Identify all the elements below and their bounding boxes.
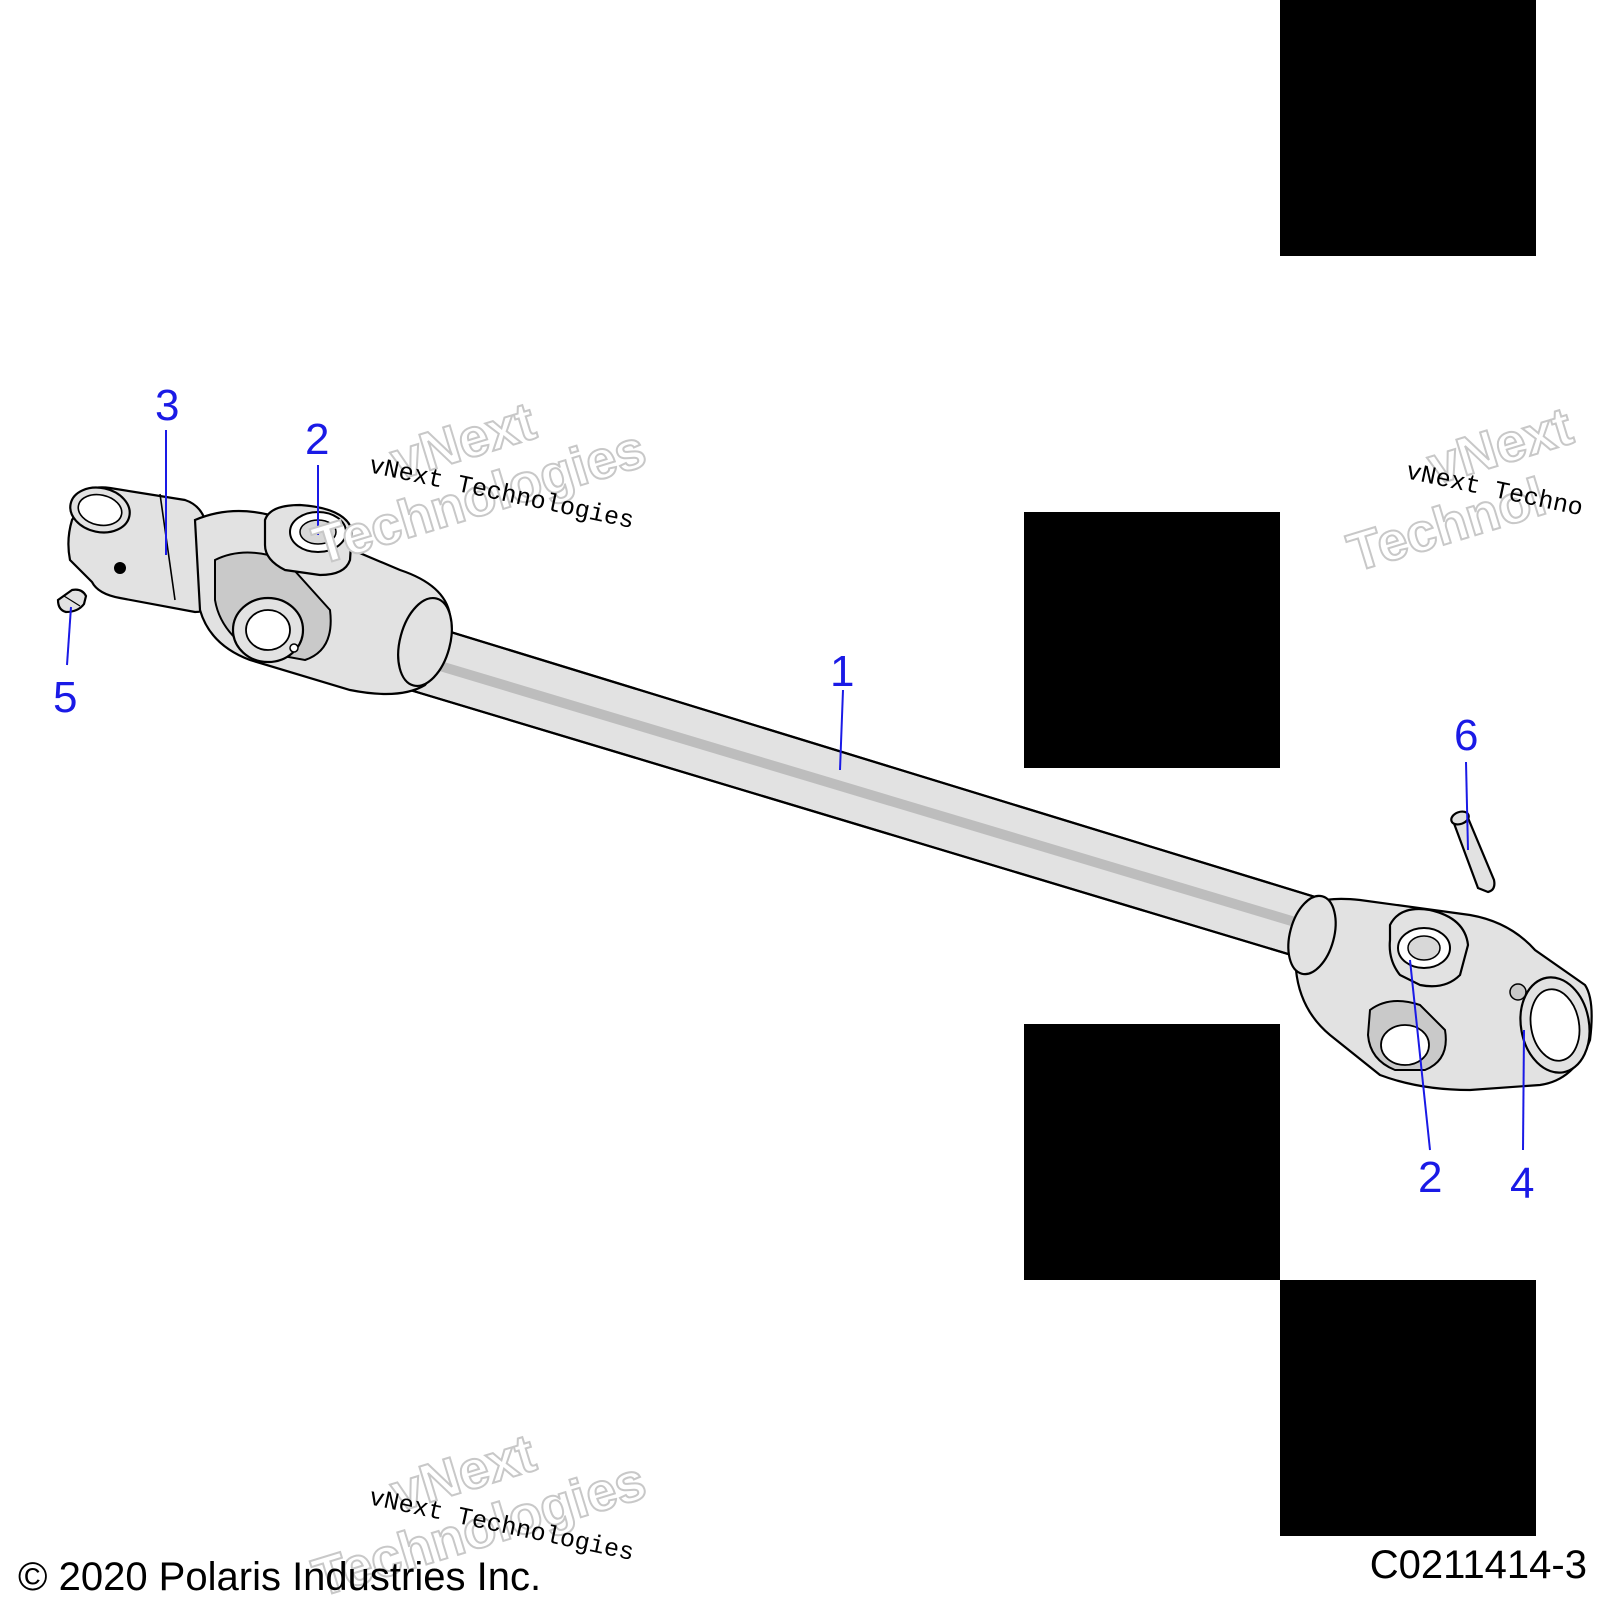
callout-3: 3 [155, 381, 179, 430]
callout-2-left: 2 [305, 415, 329, 464]
callout-2-right: 2 [1418, 1153, 1442, 1202]
callout-1: 1 [830, 647, 854, 696]
footer: © 2020 Polaris Industries Inc. C0211414-… [18, 1543, 1587, 1599]
mask-block [1024, 512, 1280, 768]
callout-5: 5 [53, 673, 77, 722]
drive-shaft-tube [408, 620, 1327, 962]
leader-lines [66, 430, 1525, 1151]
watermark-top: vNext Technologies vNext Technologies [305, 390, 654, 577]
drawing-code: C0211414-3 [1370, 1543, 1587, 1587]
callout-6: 6 [1454, 711, 1478, 760]
left-yoke-assembly [67, 486, 453, 696]
right-yoke-assembly [1287, 894, 1593, 1092]
roll-pin [1450, 810, 1496, 894]
mask-block [1280, 1280, 1536, 1536]
mask-blocks [1024, 0, 1536, 1536]
watermark-top-right: vNext Technol vNext Techno [1340, 395, 1585, 584]
mask-block [1024, 1024, 1280, 1280]
mask-block [1280, 0, 1536, 256]
grease-fitting [56, 588, 88, 614]
callouts: 1 2 2 3 4 5 6 [53, 381, 1534, 1208]
callout-4: 4 [1510, 1159, 1534, 1208]
copyright-notice: © 2020 Polaris Industries Inc. [18, 1555, 541, 1599]
